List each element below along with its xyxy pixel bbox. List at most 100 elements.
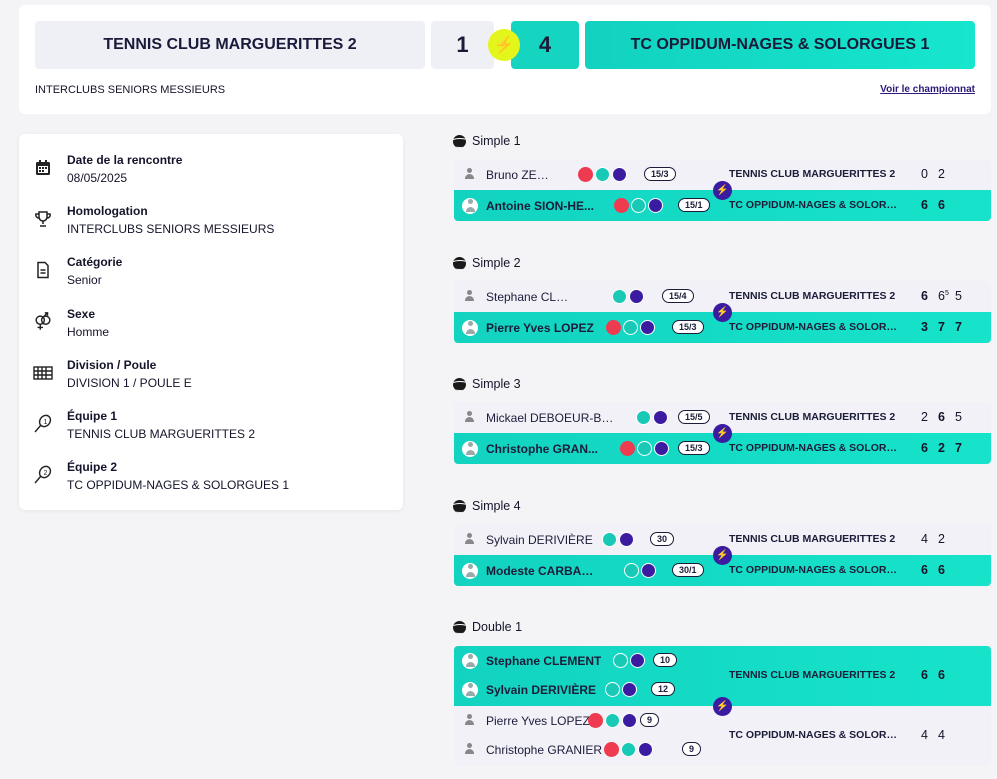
info-label: Homologation — [67, 204, 148, 218]
tennis-ball-badge-icon — [623, 319, 638, 335]
player-ranking: 30/1 — [672, 562, 704, 577]
match-title-text: Simple 2 — [472, 256, 521, 270]
team2-name[interactable]: TC OPPIDUM-NAGES & SOLORGUES 1 — [585, 21, 975, 69]
set-score-value: 4 — [921, 531, 928, 546]
svg-text:1: 1 — [44, 419, 48, 426]
set-score-value: 4 — [938, 728, 945, 742]
player-icon — [462, 197, 478, 214]
set-score-value: 6 — [938, 668, 945, 682]
stars-badge-icon — [622, 713, 637, 728]
team-name: TENNIS CLUB MARGUERITTES 2 — [729, 532, 896, 545]
set-score: 0 — [921, 167, 938, 181]
lightning-bolt-icon: ⚡ — [713, 546, 732, 565]
player-ranking: 9 — [640, 713, 660, 727]
player-name[interactable]: Stephane CLEMENT — [486, 289, 576, 304]
set-score-value: 2 — [938, 440, 945, 455]
player-name[interactable]: Pierre Yves LOPEZ — [486, 714, 590, 728]
player-badges — [613, 653, 645, 668]
set-score: 7 — [955, 320, 972, 334]
match-title-text: Simple 4 — [472, 499, 521, 513]
set-score: 65 — [938, 289, 955, 303]
match-info-card: Date de la rencontre 08/05/2025 Homologa… — [19, 134, 403, 510]
team-name: TENNIS CLUB MARGUERITTES 2 — [729, 289, 896, 302]
player-name[interactable]: Stephane CLEMENT — [486, 654, 602, 668]
info-label: Équipe 2 — [67, 460, 118, 474]
tiebreak-score: 5 — [944, 289, 949, 297]
info-value: TC OPPIDUM-NAGES & SOLORGUES 1 — [67, 478, 290, 492]
info-value: Senior — [67, 273, 102, 287]
info-value: TENNIS CLUB MARGUERITTES 2 — [67, 427, 256, 441]
stars-badge-icon — [653, 409, 668, 425]
player-icon — [462, 319, 478, 336]
team-name: TENNIS CLUB MARGUERITTES 2 — [729, 410, 896, 423]
player-ranking: 15/1 — [678, 197, 710, 212]
set-score-value: 7 — [938, 319, 945, 334]
info-label: Date de la rencontre — [67, 153, 183, 167]
player-name[interactable]: Bruno ZERBIB — [486, 167, 556, 182]
match-title: Simple 1 — [453, 134, 521, 148]
player-icon — [462, 742, 476, 756]
set-score-value: 2 — [938, 166, 945, 181]
match-title: Simple 2 — [453, 256, 521, 270]
player-name[interactable]: Christophe GRAN... — [486, 441, 598, 456]
set-score-value: 2 — [938, 531, 945, 546]
flame-badge-icon — [604, 742, 619, 757]
set-score: 6 — [921, 563, 938, 577]
tennis-ball-badge-icon — [613, 653, 628, 668]
match-title-text: Simple 3 — [472, 377, 521, 391]
player-name[interactable]: Modeste CARBALLAL — [486, 563, 598, 578]
set-score: 7 — [955, 441, 972, 455]
player-icon — [462, 562, 478, 579]
player-name[interactable]: Sylvain DERIVIÈRE — [486, 532, 593, 547]
grid-icon — [33, 363, 53, 383]
player-name[interactable]: Christophe GRANIER — [486, 743, 603, 757]
player-name[interactable]: Mickael DEBOEUR-BE... — [486, 410, 616, 425]
info-division: Division / Poule DIVISION 1 / POULE E — [33, 357, 192, 397]
team1-name[interactable]: TENNIS CLUB MARGUERITTES 2 — [35, 21, 425, 69]
player-name[interactable]: Pierre Yves LOPEZ — [486, 320, 594, 335]
match-row[interactable]: Modeste CARBALLAL 30/1 TC OPPIDUM-NAGES & … — [454, 555, 991, 586]
tennis-ball-badge-icon — [612, 288, 627, 304]
tennis-ball-icon — [453, 256, 466, 270]
player-name[interactable]: Antoine SION-HE... — [486, 198, 594, 213]
player-name[interactable]: Sylvain DERIVIÈRE — [486, 683, 597, 697]
gender-icon — [33, 312, 53, 332]
set-score: 4 — [921, 728, 938, 742]
info-homologation: Homologation INTERCLUBS SENIORS MESSIEUR… — [33, 203, 274, 243]
competition-label: INTERCLUBS SENIORS MESSIEURS — [35, 84, 226, 96]
set-score-value: 6 — [921, 197, 928, 212]
tennis-ball-badge-icon — [621, 742, 636, 757]
stars-badge-icon — [640, 319, 655, 335]
player-badges — [602, 531, 634, 547]
stars-badge-icon — [648, 197, 663, 213]
info-label: Catégorie — [67, 255, 123, 269]
team-name: TC OPPIDUM-NAGES & SOLORGU... — [729, 729, 899, 741]
info-label: Division / Poule — [67, 358, 157, 372]
match-header: TENNIS CLUB MARGUERITTES 2 1 ⚡ 4 TC OPPI… — [19, 5, 991, 114]
set-score-value: 6 — [921, 562, 928, 577]
flame-badge-icon — [620, 440, 635, 456]
lightning-bolt-icon: ⚡ — [713, 303, 732, 322]
set-score: 6 — [921, 668, 938, 682]
tennis-ball-badge-icon — [636, 409, 651, 425]
championship-link[interactable]: Voir le championnat — [880, 84, 975, 95]
racket-2-icon: 2 — [33, 465, 53, 485]
team-name: TC OPPIDUM-NAGES & SOLORGU... — [729, 563, 899, 576]
set-score-value: 6 — [921, 288, 928, 303]
info-date: Date de la rencontre 08/05/2025 — [33, 152, 182, 192]
calendar-icon — [33, 158, 53, 178]
player-icon — [462, 713, 476, 727]
player-badges — [604, 742, 653, 757]
document-icon — [33, 260, 53, 280]
player-icon — [462, 410, 476, 424]
set-score: 2 — [938, 532, 955, 546]
